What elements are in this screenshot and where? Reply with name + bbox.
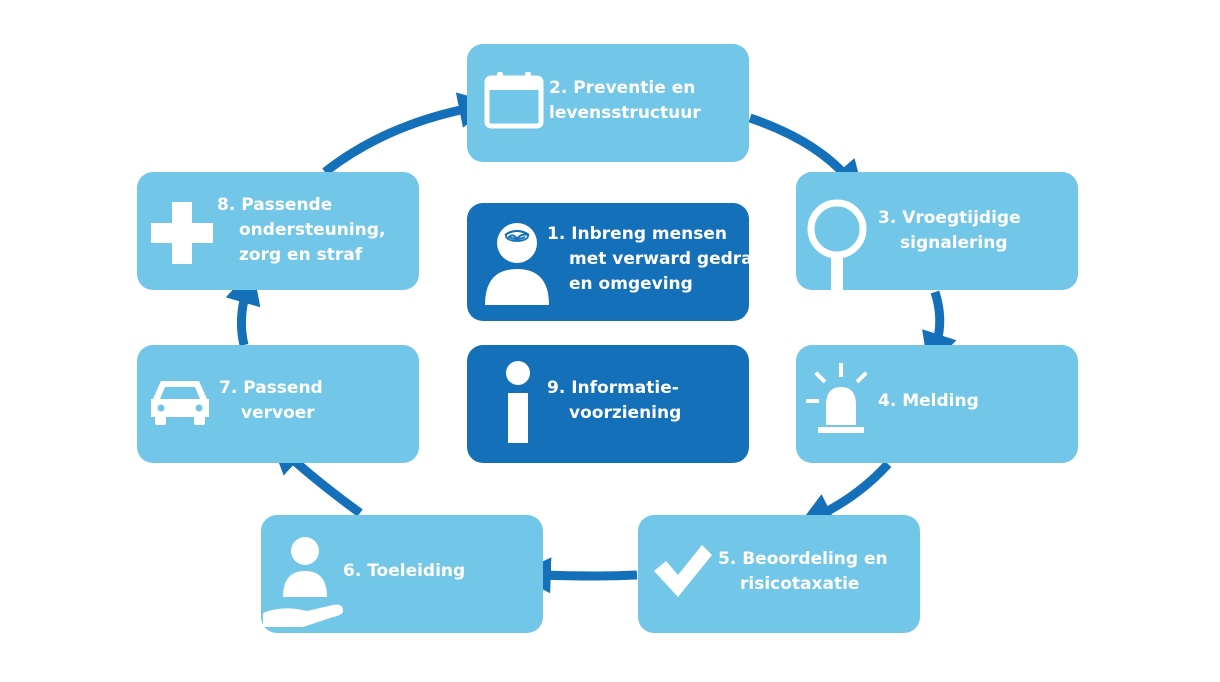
step-6-line-1: 6. Toeleiding: [343, 561, 466, 581]
step-7-box: 7. Passend vervoer: [137, 345, 419, 463]
arrow-2-to-3: [748, 113, 865, 198]
step-7-line-1: 7. Passend: [219, 378, 323, 398]
step-5-line-1: 5. Beoordeling en: [718, 549, 888, 569]
step-5-label: 5. Beoordeling en risicotaxatie: [718, 547, 888, 597]
step-1-box: 1. Inbreng mensen met verward gedrag en …: [467, 203, 765, 321]
step-4-box: 4. Melding: [796, 345, 1078, 463]
step-5-box: 5. Beoordeling en risicotaxatie: [638, 515, 920, 633]
arrow-6-to-7: [269, 437, 363, 517]
arrow-5-to-6: [514, 557, 638, 594]
step-4-label: 4. Melding: [878, 389, 979, 414]
step-2-label: 2. Preventie en levensstructuur: [549, 76, 701, 126]
step-7-label: 7. Passend vervoer: [219, 376, 323, 426]
arrow-7-to-8: [225, 267, 261, 347]
step-3-box: 3. Vroegtijdige signalering: [796, 172, 1078, 290]
step-6-box: 6. Toeleiding: [261, 515, 543, 633]
step-9-line-2: voorziening: [569, 403, 682, 423]
step-6-label: 6. Toeleiding: [343, 559, 465, 584]
step-5-line-2: risicotaxatie: [740, 574, 860, 594]
step-8-line-3: zorg en straf: [239, 245, 363, 265]
step-1-line-1: 1. Inbreng mensen: [547, 224, 728, 244]
step-1-line-2: met verward gedrag: [569, 249, 765, 269]
step-3-line-1: 3. Vroegtijdige: [878, 208, 1021, 228]
checkmark-icon: [654, 545, 712, 597]
arrow-8-to-2: [322, 92, 495, 176]
step-1-label: 1. Inbreng mensen met verward gedrag en …: [547, 222, 765, 297]
step-3-line-2: signalering: [900, 233, 1008, 253]
step-8-label: 8. Passende ondersteuning, zorg en straf: [217, 193, 385, 268]
step-9-label: 9. Informatie- voorziening: [547, 376, 681, 426]
calendar-icon: [484, 72, 544, 129]
step-4-line-1: 4. Melding: [878, 391, 979, 411]
arrow-4-to-5: [797, 460, 892, 527]
siren-icon: [806, 363, 868, 433]
person-hand-icon: [263, 537, 343, 627]
step-9-line-1: 9. Informatie-: [547, 378, 679, 398]
plus-icon: [151, 202, 213, 264]
step-9-box: 9. Informatie- voorziening: [467, 345, 749, 463]
arrow-3-to-4: [922, 290, 957, 370]
magnifier-icon: [807, 199, 867, 290]
info-icon: [506, 361, 530, 443]
step-2-line-1: 2. Preventie en: [549, 78, 696, 98]
step-8-box: 8. Passende ondersteuning, zorg en straf: [137, 172, 419, 290]
step-8-line-2: ondersteuning,: [239, 220, 386, 240]
step-3-label: 3. Vroegtijdige signalering: [878, 206, 1021, 256]
car-icon: [151, 381, 209, 425]
step-1-line-3: en omgeving: [569, 274, 693, 294]
step-2-box: 2. Preventie en levensstructuur: [467, 44, 749, 162]
step-8-line-1: 8. Passende: [217, 195, 333, 215]
step-2-line-2: levensstructuur: [549, 103, 701, 123]
step-7-line-2: vervoer: [241, 403, 315, 423]
confused-person-icon: [485, 223, 549, 305]
